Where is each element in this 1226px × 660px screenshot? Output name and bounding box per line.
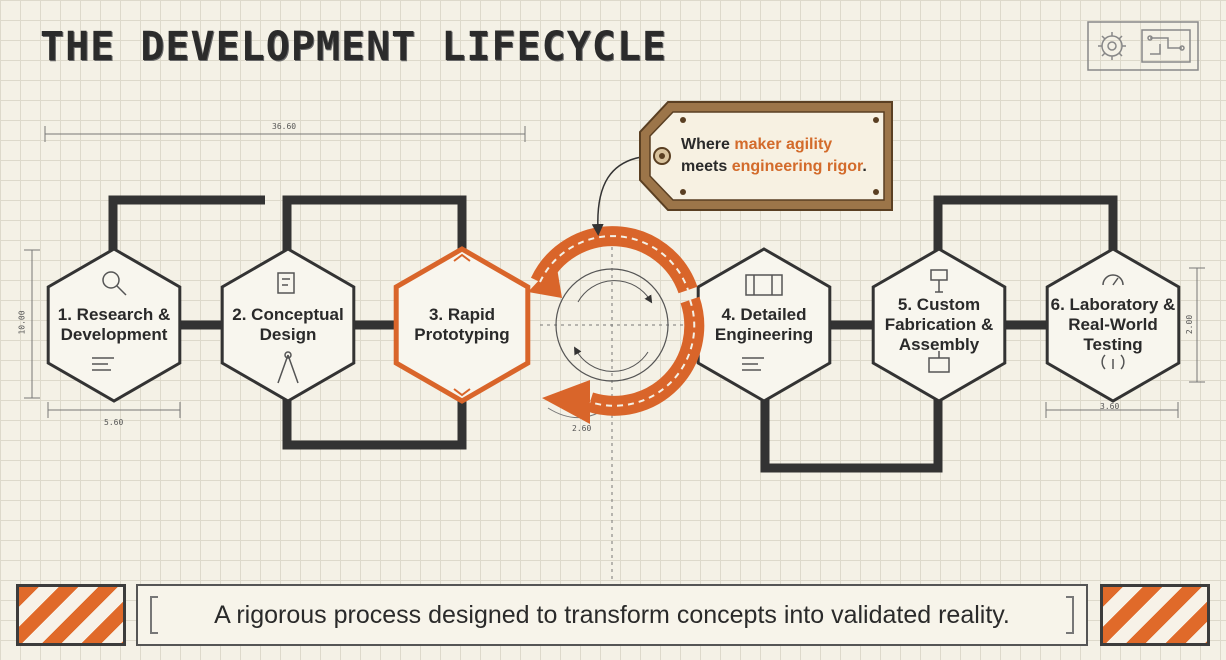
callout-tag xyxy=(639,101,893,211)
callout-text: Where maker agility meets engineering ri… xyxy=(681,134,881,178)
gear-icon xyxy=(1098,32,1126,60)
callout-middle: meets xyxy=(681,158,732,175)
stage-hexagon-4 xyxy=(696,247,832,403)
connector-loop-2-3-bottom xyxy=(282,392,467,450)
connector-loop-5-6-top xyxy=(933,195,1118,258)
stage-label-1: 1. Research & Development xyxy=(57,305,171,344)
connector-loop-4-5-bottom xyxy=(760,392,943,473)
callout-suffix: . xyxy=(862,158,867,175)
connector-loop-2-3-top xyxy=(282,195,467,258)
stage-hexagon-6 xyxy=(1045,247,1181,403)
compass-icon xyxy=(277,272,299,384)
stage-label-5: 5. Custom Fabrication & Assembly xyxy=(884,295,994,354)
loop-arc-upper xyxy=(530,226,698,294)
stage-label-6: 6. Laboratory & Real-World Testing xyxy=(1050,295,1176,354)
banner-bracket-right xyxy=(1066,596,1074,634)
stage-3-corner-marks xyxy=(453,253,471,397)
callout-prefix: Where xyxy=(681,136,735,153)
stage-hexagon-1 xyxy=(46,247,182,403)
loop-arrowhead xyxy=(542,380,590,424)
dim-left-height: 10.00 xyxy=(17,310,27,335)
stage-hexagon-2 xyxy=(220,247,356,403)
footer-banner: A rigorous process designed to transform… xyxy=(136,584,1088,646)
dim-hex6-width: 3.60 xyxy=(1100,402,1120,411)
callout-highlight-2: engineering rigor xyxy=(731,158,863,175)
callout-highlight-1: maker agility xyxy=(734,136,833,153)
stage-label-4: 4. Detailed Engineering xyxy=(714,305,814,344)
magnifier-icon xyxy=(92,271,127,371)
stage-hexagon-3 xyxy=(393,246,531,404)
drill-press-icon xyxy=(928,269,950,373)
banner-text: A rigorous process designed to transform… xyxy=(214,600,1010,629)
stage-hexagon-5 xyxy=(871,247,1007,403)
loop-arrowhead-top xyxy=(528,262,562,298)
dim-right-height: 2.00 xyxy=(1185,314,1195,335)
stage-label-2: 2. Conceptual Design xyxy=(232,305,344,344)
stage-label-3: 3. Rapid Prototyping xyxy=(414,305,510,344)
gauge-icon xyxy=(1101,274,1125,370)
page-title: THE DEVELOPMENT LIFECYCLE xyxy=(40,24,668,70)
circuit-icon xyxy=(1141,29,1191,63)
blueprint-part-icon xyxy=(742,274,783,371)
connector-loop-1-top xyxy=(108,195,265,258)
banner-bracket-left xyxy=(150,596,158,634)
dim-hex1-width: 5.60 xyxy=(104,418,124,427)
dim-top-span: 36.60 xyxy=(272,122,297,131)
hazard-stripe-left xyxy=(16,584,126,646)
corner-stamp xyxy=(1087,21,1199,71)
loop-arc-right xyxy=(586,296,705,416)
tag-pointer xyxy=(591,155,649,236)
iteration-loop xyxy=(528,226,705,424)
hazard-stripe-right xyxy=(1100,584,1210,646)
dim-loop-width: 2.60 xyxy=(572,424,592,433)
